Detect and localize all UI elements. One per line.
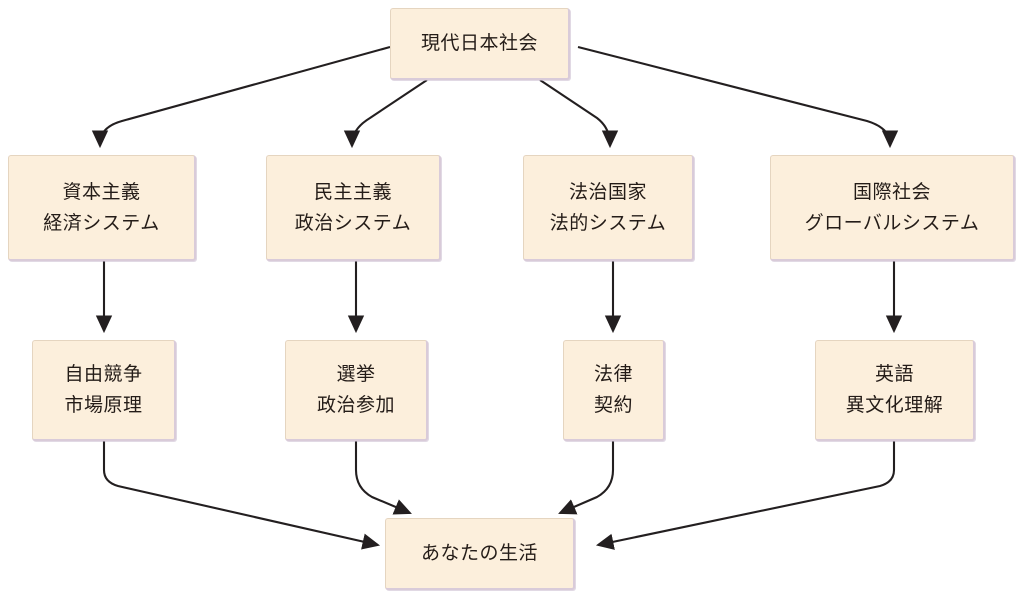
- node-law[interactable]: 法律 契約: [563, 340, 665, 441]
- node-international-line1: 国際社会: [852, 180, 931, 203]
- node-root-label: 現代日本社会: [420, 32, 538, 55]
- node-election[interactable]: 選挙 政治参加: [285, 340, 428, 441]
- edge-root-to-rule-of-law: [539, 79, 619, 149]
- node-democracy-line1: 民主主義: [313, 180, 392, 203]
- edge-root-to-democracy: [343, 79, 428, 149]
- edge-english-to-your-life: [595, 441, 896, 550]
- edge-root-to-capitalism: [91, 45, 391, 149]
- node-rule-of-law-line2: 法的システム: [549, 211, 667, 234]
- node-law-line1: 法律: [593, 363, 633, 386]
- node-rule-of-law[interactable]: 法治国家 法的システム: [523, 155, 694, 261]
- node-law-line2: 契約: [593, 394, 633, 416]
- edge-root-to-international: [577, 45, 899, 149]
- node-election-line1: 選挙: [336, 363, 376, 386]
- node-free-competition-line1: 自由競争: [64, 363, 143, 386]
- node-democracy[interactable]: 民主主義 政治システム: [266, 155, 441, 261]
- node-international[interactable]: 国際社会 グローバルシステム: [770, 155, 1015, 261]
- edge-law-to-your-life: [558, 441, 615, 515]
- node-international-line2: グローバルシステム: [804, 211, 980, 234]
- node-root[interactable]: 現代日本社会: [390, 8, 570, 80]
- node-english-line2: 異文化理解: [845, 394, 944, 416]
- edge-free-competition-to-your-life: [102, 441, 381, 550]
- node-election-line2: 政治参加: [316, 394, 395, 416]
- node-rule-of-law-line1: 法治国家: [568, 180, 647, 203]
- node-capitalism-line1: 資本主義: [62, 180, 141, 203]
- node-free-competition-line2: 市場原理: [64, 394, 143, 416]
- node-your-life-label: あなたの生活: [420, 542, 538, 565]
- node-capitalism-line2: 経済システム: [43, 211, 160, 234]
- node-your-life[interactable]: あなたの生活: [385, 518, 575, 590]
- edge-election-to-your-life: [354, 441, 412, 515]
- node-capitalism[interactable]: 資本主義 経済システム: [8, 155, 196, 261]
- node-english-line1: 英語: [874, 363, 914, 386]
- node-free-competition[interactable]: 自由競争 市場原理: [32, 340, 176, 441]
- node-english[interactable]: 英語 異文化理解: [815, 340, 975, 441]
- node-democracy-line2: 政治システム: [294, 211, 412, 234]
